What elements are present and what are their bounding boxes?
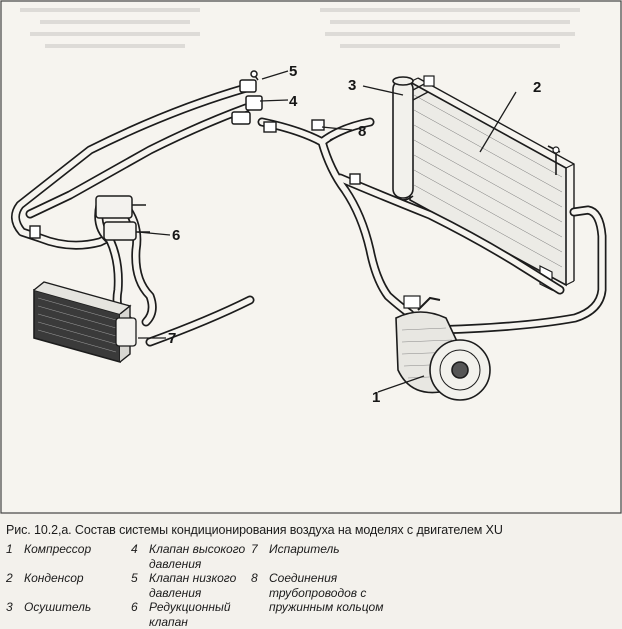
figure-caption: Рис. 10.2,а. Состав системы кондициониро… [6, 523, 618, 629]
legend-item: 8 Соединения трубопроводов с пружинным ко… [251, 571, 411, 629]
legend-label: Клапан высокого давления [149, 542, 246, 571]
compressor [395, 295, 491, 401]
callout-4: 4 [289, 93, 298, 110]
legend-number: 7 [251, 542, 258, 556]
callout-5: 5 [289, 63, 297, 80]
legend-number: 5 [131, 571, 138, 585]
callout-7: 7 [168, 330, 176, 347]
legend-number: 1 [6, 542, 13, 556]
service-valves [231, 70, 263, 125]
evaporator [33, 281, 137, 364]
legend-number: 8 [251, 571, 258, 585]
legend-item [411, 571, 616, 600]
callout-leaders [137, 70, 517, 393]
legend-number: 3 [6, 600, 13, 614]
callout-2: 2 [533, 79, 541, 96]
legend-item: 1 Компрессор [6, 542, 131, 571]
legend-label: Осушитель [24, 600, 92, 614]
bleed-through-text [20, 8, 580, 48]
ac-system-diagram: 5 4 8 3 2 6 7 1 [0, 0, 622, 514]
legend-number: 4 [131, 542, 138, 556]
legend-label: Клапан низкого давления [149, 571, 237, 600]
legend-item: 4 Клапан высокого давления [131, 542, 251, 571]
legend-label: Соединения трубопроводов с пружинным кол… [269, 571, 384, 614]
legend-label: Конденсор [24, 571, 84, 585]
callout-1: 1 [372, 389, 380, 406]
legend-item: 5 Клапан низкого давления [131, 571, 251, 600]
legend-label: Компрессор [24, 542, 92, 556]
legend-number: 6 [131, 600, 138, 614]
legend-item: 6 Редукционный клапан [131, 600, 251, 629]
legend-label: Редукционный клапан [149, 600, 231, 629]
legend-item: 7 Испаритель [251, 542, 411, 571]
callout-3: 3 [348, 77, 356, 94]
callout-8: 8 [358, 123, 366, 140]
spring-lock-couplings [29, 119, 361, 239]
refrigerant-lines [11, 83, 607, 347]
receiver-drier [392, 75, 435, 201]
caption-title: Рис. 10.2,а. Состав системы кондициониро… [6, 523, 503, 537]
legend-item: 2 Конденсор [6, 571, 131, 600]
legend-item [411, 542, 616, 571]
legend-item: 3 Осушитель [6, 600, 131, 629]
condenser [409, 77, 575, 291]
legend-number: 2 [6, 571, 13, 585]
legend-label: Испаритель [269, 542, 340, 556]
callout-6: 6 [172, 227, 180, 244]
